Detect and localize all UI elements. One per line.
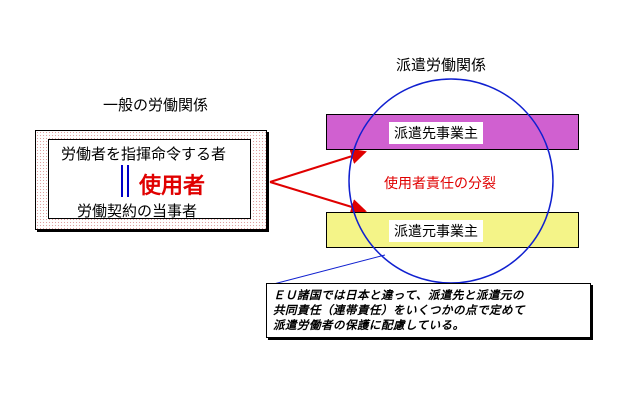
note-line-3: 派遣労働者の保護に配慮している。 (273, 318, 465, 332)
general-relation-title: 一般の労働関係 (103, 96, 209, 114)
dispatching-employer-label: 派遣元事業主 (389, 220, 483, 242)
note-line-1: ＥＵ諸国では日本と違って、派遣先と派遣元の (273, 288, 524, 302)
eu-note-box: ＥＵ諸国では日本と違って、派遣先と派遣元の 共同責任（連帯責任）をいくつかの点で… (266, 283, 591, 338)
dispatching-employer-bar: 派遣元事業主 (326, 212, 579, 248)
arrow-to-dispatcher (269, 181, 367, 215)
employer-label: 使用者 (139, 174, 206, 199)
note-pointer-line (265, 254, 386, 287)
note-line-2: 共同責任（連帯責任）をいくつかの点で定めて (273, 303, 525, 317)
responsibility-split-label: 使用者責任の分裂 (384, 176, 496, 192)
destination-employer-label: 派遣先事業主 (389, 122, 483, 144)
arrow-to-destination (269, 148, 367, 183)
general-relation-box: 労働者を指揮命令する者 使用者 労働契約の当事者 (35, 130, 267, 230)
general-relation-inner-box: 労働者を指揮命令する者 使用者 労働契約の当事者 (48, 139, 251, 220)
destination-employer-bar: 派遣先事業主 (326, 114, 579, 150)
dispatch-relation-title: 派遣労働関係 (396, 56, 487, 74)
contract-party-label: 労働契約の当事者 (77, 202, 198, 220)
connector-bar-right (127, 165, 129, 197)
directing-person-label: 労働者を指揮命令する者 (61, 145, 227, 163)
connector-bar-left (121, 165, 123, 197)
